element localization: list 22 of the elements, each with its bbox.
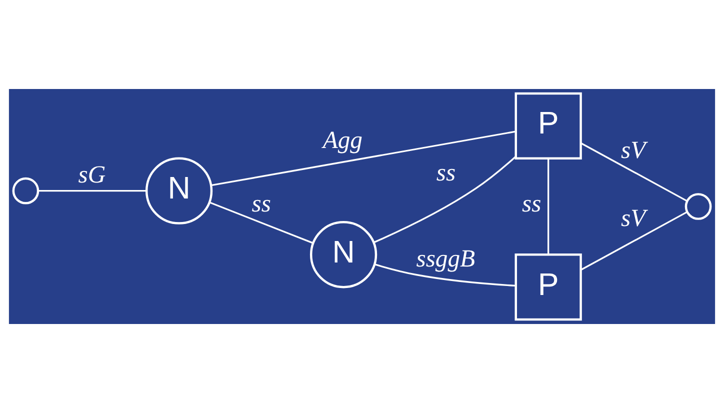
node-circle [12, 176, 40, 204]
connector [38, 190, 146, 192]
edge-label: sG [78, 161, 106, 188]
node-circle [684, 192, 712, 220]
connector [580, 142, 688, 202]
connector [209, 201, 314, 244]
connector [374, 155, 516, 243]
node-box: P [514, 92, 582, 159]
node-circle: N [145, 156, 213, 224]
node-circle: N [310, 220, 378, 288]
node-box: P [514, 253, 582, 320]
connector [374, 263, 516, 286]
connector [547, 158, 550, 254]
edge-label: ss [436, 158, 456, 186]
connector [210, 130, 516, 186]
edge-label: ss [522, 190, 542, 218]
connector [580, 210, 688, 270]
edge-label: ssggB [416, 244, 476, 272]
edge-label: Agg [322, 126, 362, 154]
edge-label: sV [621, 204, 646, 232]
edge-label: sV [621, 136, 646, 164]
edge-label: ss [252, 190, 271, 218]
